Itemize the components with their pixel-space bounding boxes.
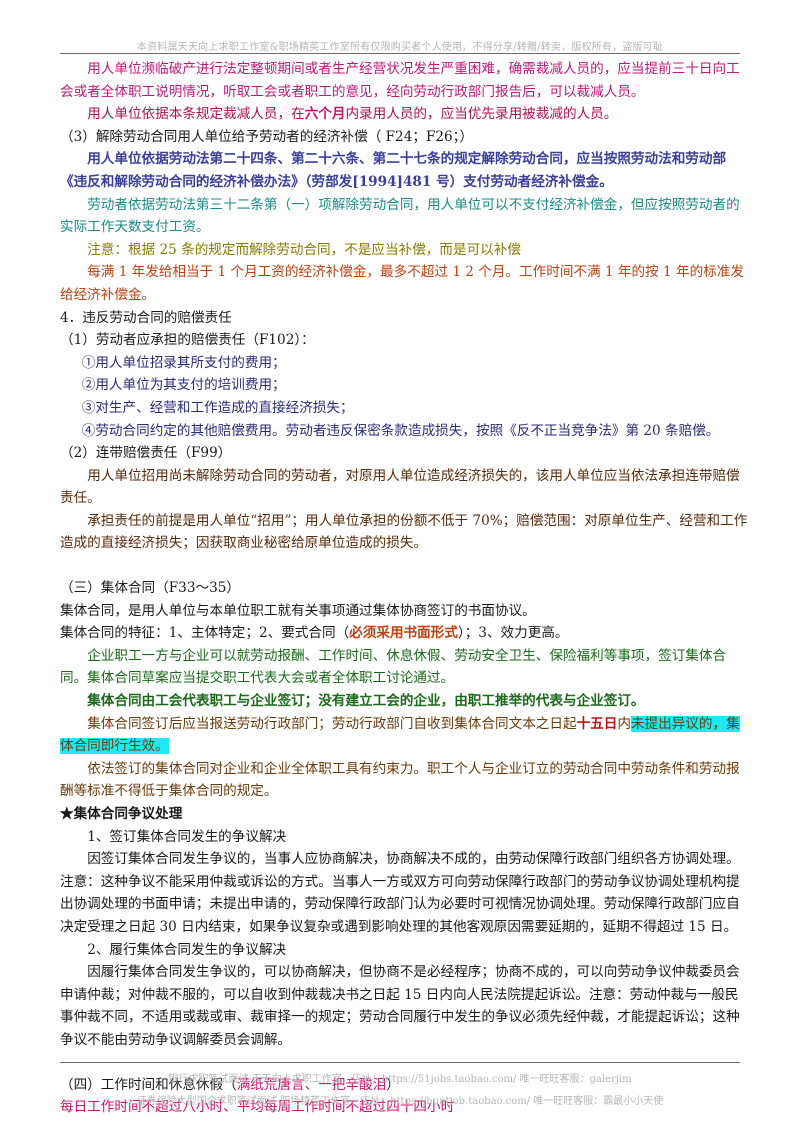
- text-run: （2）连带赔偿责任（F99）: [60, 445, 232, 462]
- text-run: 内: [617, 715, 631, 732]
- paragraph: 集体合同签订后应当报送劳动行政部门；劳动行政部门自收到集体合同文本之日起十五日内…: [60, 713, 750, 758]
- paragraph: 用人单位招用尚未解除劳动合同的劳动者，对原用人单位造成经济损失的，该用人单位应当…: [60, 465, 750, 510]
- text-run: 因履行集体合同发生争议的，可以协商解决，但协商不是必经程序；协商不成的，可以向劳…: [60, 964, 740, 1048]
- paragraph: ②用人单位为其支付的培训费用；: [60, 374, 750, 397]
- text-run: 依法签订的集体合同对企业和企业全体职工具有约束力。职工个人与企业订立的劳动合同中…: [60, 760, 740, 800]
- paragraph: 因履行集体合同发生争议的，可以协商解决，但协商不是必经程序；协商不成的，可以向劳…: [60, 961, 750, 1051]
- text-run: 1、签订集体合同发生的争议解决: [87, 828, 287, 845]
- paragraph: ★集体合同争议处理: [60, 803, 750, 826]
- paragraph: 因签订集体合同发生争议的，当事人应协商解决，协商解决不成的，由劳动保障行政部门组…: [60, 848, 750, 938]
- footer-shop-line-2: 证券保险大型国企求职笔试面试-职场精英工作室，店址：https://huntjo…: [136, 1096, 664, 1107]
- text-run: 六个月: [304, 106, 346, 123]
- text-run: ）；3、效力更高。: [457, 625, 569, 642]
- paragraph: （四）工作时间和休息休假（满纸荒唐言、一把辛酸泪）: [60, 1074, 750, 1097]
- paragraph: ①用人单位招录其所支付的费用；: [60, 352, 750, 375]
- document-body: 用人单位濒临破产进行法定整顿期间或者生产经营状况发生严重困难，确需裁减人员的，应…: [60, 58, 750, 1119]
- paragraph: 注意：根据 25 条的规定而解除劳动合同，不是应当补偿，而是可以补偿: [60, 239, 750, 262]
- paragraph: 依法签订的集体合同对企业和企业全体职工具有约束力。职工个人与企业订立的劳动合同中…: [60, 758, 750, 803]
- text-run: 2、履行集体合同发生的争议解决: [87, 941, 287, 958]
- text-run: 注意：根据 25 条的规定而解除劳动合同，不是应当补偿，而是可以补偿: [87, 241, 521, 258]
- paragraph: ③对生产、经营和工作造成的直接经济损失；: [60, 397, 750, 420]
- text-run: ★集体合同争议处理: [60, 806, 183, 822]
- text-run: 4．违反劳动合同的赔偿责任: [60, 309, 232, 326]
- paragraph: 每满 1 年发给相当于 1 个月工资的经济补偿金，最多不超过 1 2 个月。工作…: [60, 261, 750, 306]
- text-run: ②用人单位为其支付的培训费用；: [81, 377, 286, 394]
- text-run: 内录用人员的，应当优先录用被裁减的人员。: [345, 106, 618, 123]
- paragraph: 1、签订集体合同发生的争议解决: [60, 826, 750, 849]
- paragraph: 4．违反劳动合同的赔偿责任: [60, 307, 750, 330]
- text-run: 满纸荒唐言、一把辛酸泪: [236, 1076, 387, 1093]
- paragraph: 用人单位依据本条规定裁减人员，在六个月内录用人员的，应当优先录用被裁减的人员。: [60, 103, 750, 126]
- paragraph: （三）集体合同（F33～35）: [60, 577, 750, 600]
- header-rule: [60, 53, 740, 54]
- text-run: （1）劳动者应承担的赔偿责任（F102）：: [60, 332, 315, 349]
- text-run: 承担责任的前提是用人单位“招用”；用人单位承担的份额不低于 70%；赔偿范围：对…: [60, 512, 748, 552]
- text-run: 每满 1 年发给相当于 1 个月工资的经济补偿金，最多不超过 1 2 个月。工作…: [60, 264, 744, 303]
- text-run: 集体合同由工会代表职工与企业签订；没有建立工会的企业，由职工推举的代表与企业签订…: [87, 693, 645, 710]
- paragraph: 劳动者依据劳动法第三十二条第（一）项解除劳动合同，用人单位可以不支付经济补偿金，…: [60, 194, 750, 239]
- text-run: 每日工作时间不超过八小时、平均每周工作时间不超过四十四小时: [60, 1099, 455, 1116]
- paragraph: 2、履行集体合同发生的争议解决: [60, 939, 750, 962]
- paragraph: 企业职工一方与企业可以就劳动报酬、工作时间、休息休假、劳动安全卫生、保险福利等事…: [60, 645, 750, 690]
- text-run: ④劳动合同约定的其他赔偿费用。劳动者违反保密条款造成损失，按照《反不正当竞争法》…: [81, 422, 720, 439]
- footer-shop-line-1: 银行求职笔试面试-天天向上求职工作室，店址：https://51jobs.tao…: [168, 1074, 632, 1085]
- text-run: ）: [386, 1076, 400, 1093]
- text-run: ③对生产、经营和工作造成的直接经济损失；: [81, 399, 354, 416]
- text-run: 用人单位依据本条规定裁减人员，在: [87, 106, 305, 123]
- text-run: 企业职工一方与企业可以就劳动报酬、工作时间、休息休假、劳动安全卫生、保险福利等事…: [60, 647, 727, 687]
- text-run: 用人单位濒临破产进行法定整顿期间或者生产经营状况发生严重困难，确需裁减人员的，应…: [60, 61, 740, 100]
- paragraph: 每日工作时间不超过八小时、平均每周工作时间不超过四十四小时: [60, 1096, 750, 1119]
- paragraph: ④劳动合同约定的其他赔偿费用。劳动者违反保密条款造成损失，按照《反不正当竞争法》…: [60, 420, 750, 443]
- paragraph: 集体合同由工会代表职工与企业签订；没有建立工会的企业，由职工推举的代表与企业签订…: [60, 690, 750, 713]
- paragraph: 承担责任的前提是用人单位“招用”；用人单位承担的份额不低于 70%；赔偿范围：对…: [60, 510, 750, 555]
- text-run: （四）工作时间和休息休假（: [60, 1076, 237, 1093]
- paragraph: （2）连带赔偿责任（F99）: [60, 442, 750, 465]
- paragraph: （1）劳动者应承担的赔偿责任（F102）：: [60, 329, 750, 352]
- paragraph: 集体合同的特征：1、主体特定；2、要式合同（必须采用书面形式）；3、效力更高。: [60, 622, 750, 645]
- spacer: [60, 555, 750, 577]
- text-run: ①用人单位招录其所支付的费用；: [81, 354, 286, 371]
- text-run: 劳动者依据劳动法第三十二条第（一）项解除劳动合同，用人单位可以不支付经济补偿金，…: [60, 196, 740, 236]
- text-run: 因签订集体合同发生争议的，当事人应协商解决，协商解决不成的，由劳动保障行政部门组…: [60, 851, 740, 935]
- text-run: 集体合同签订后应当报送劳动行政部门；劳动行政部门自收到集体合同文本之日起: [87, 715, 577, 732]
- paragraph: 用人单位依据劳动法第二十四条、第二十六条、第二十七条的规定解除劳动合同，应当按照…: [60, 148, 750, 193]
- text-run: 集体合同的特征：1、主体特定；2、要式合同（: [60, 625, 350, 642]
- text-run: 必须采用书面形式: [349, 625, 458, 642]
- text-run: 用人单位招用尚未解除劳动合同的劳动者，对原用人单位造成经济损失的，该用人单位应当…: [60, 467, 740, 507]
- text-run: 十五日: [576, 715, 618, 732]
- footer-rule: [60, 1062, 740, 1063]
- text-run: （三）集体合同（F33～35）: [60, 580, 240, 597]
- text-run: 用人单位依据劳动法第二十四条、第二十六条、第二十七条的规定解除劳动合同，应当按照…: [60, 151, 727, 190]
- text-run: （3）解除劳动合同用人单位给予劳动者的经济补偿（ F24；F26；）: [60, 128, 474, 145]
- header-notice: 本资料属天天向上求职工作室&职场精英工作室所有仅限购买者个人使用，不得分享/转赠…: [136, 42, 664, 53]
- text-run: 集体合同，是用人单位与本单位职工就有关事项通过集体协商签订的书面协议。: [60, 602, 536, 619]
- paragraph: 集体合同，是用人单位与本单位职工就有关事项通过集体协商签订的书面协议。: [60, 600, 750, 623]
- paragraph: 用人单位濒临破产进行法定整顿期间或者生产经营状况发生严重困难，确需裁减人员的，应…: [60, 58, 750, 103]
- paragraph: （3）解除劳动合同用人单位给予劳动者的经济补偿（ F24；F26；）: [60, 126, 750, 149]
